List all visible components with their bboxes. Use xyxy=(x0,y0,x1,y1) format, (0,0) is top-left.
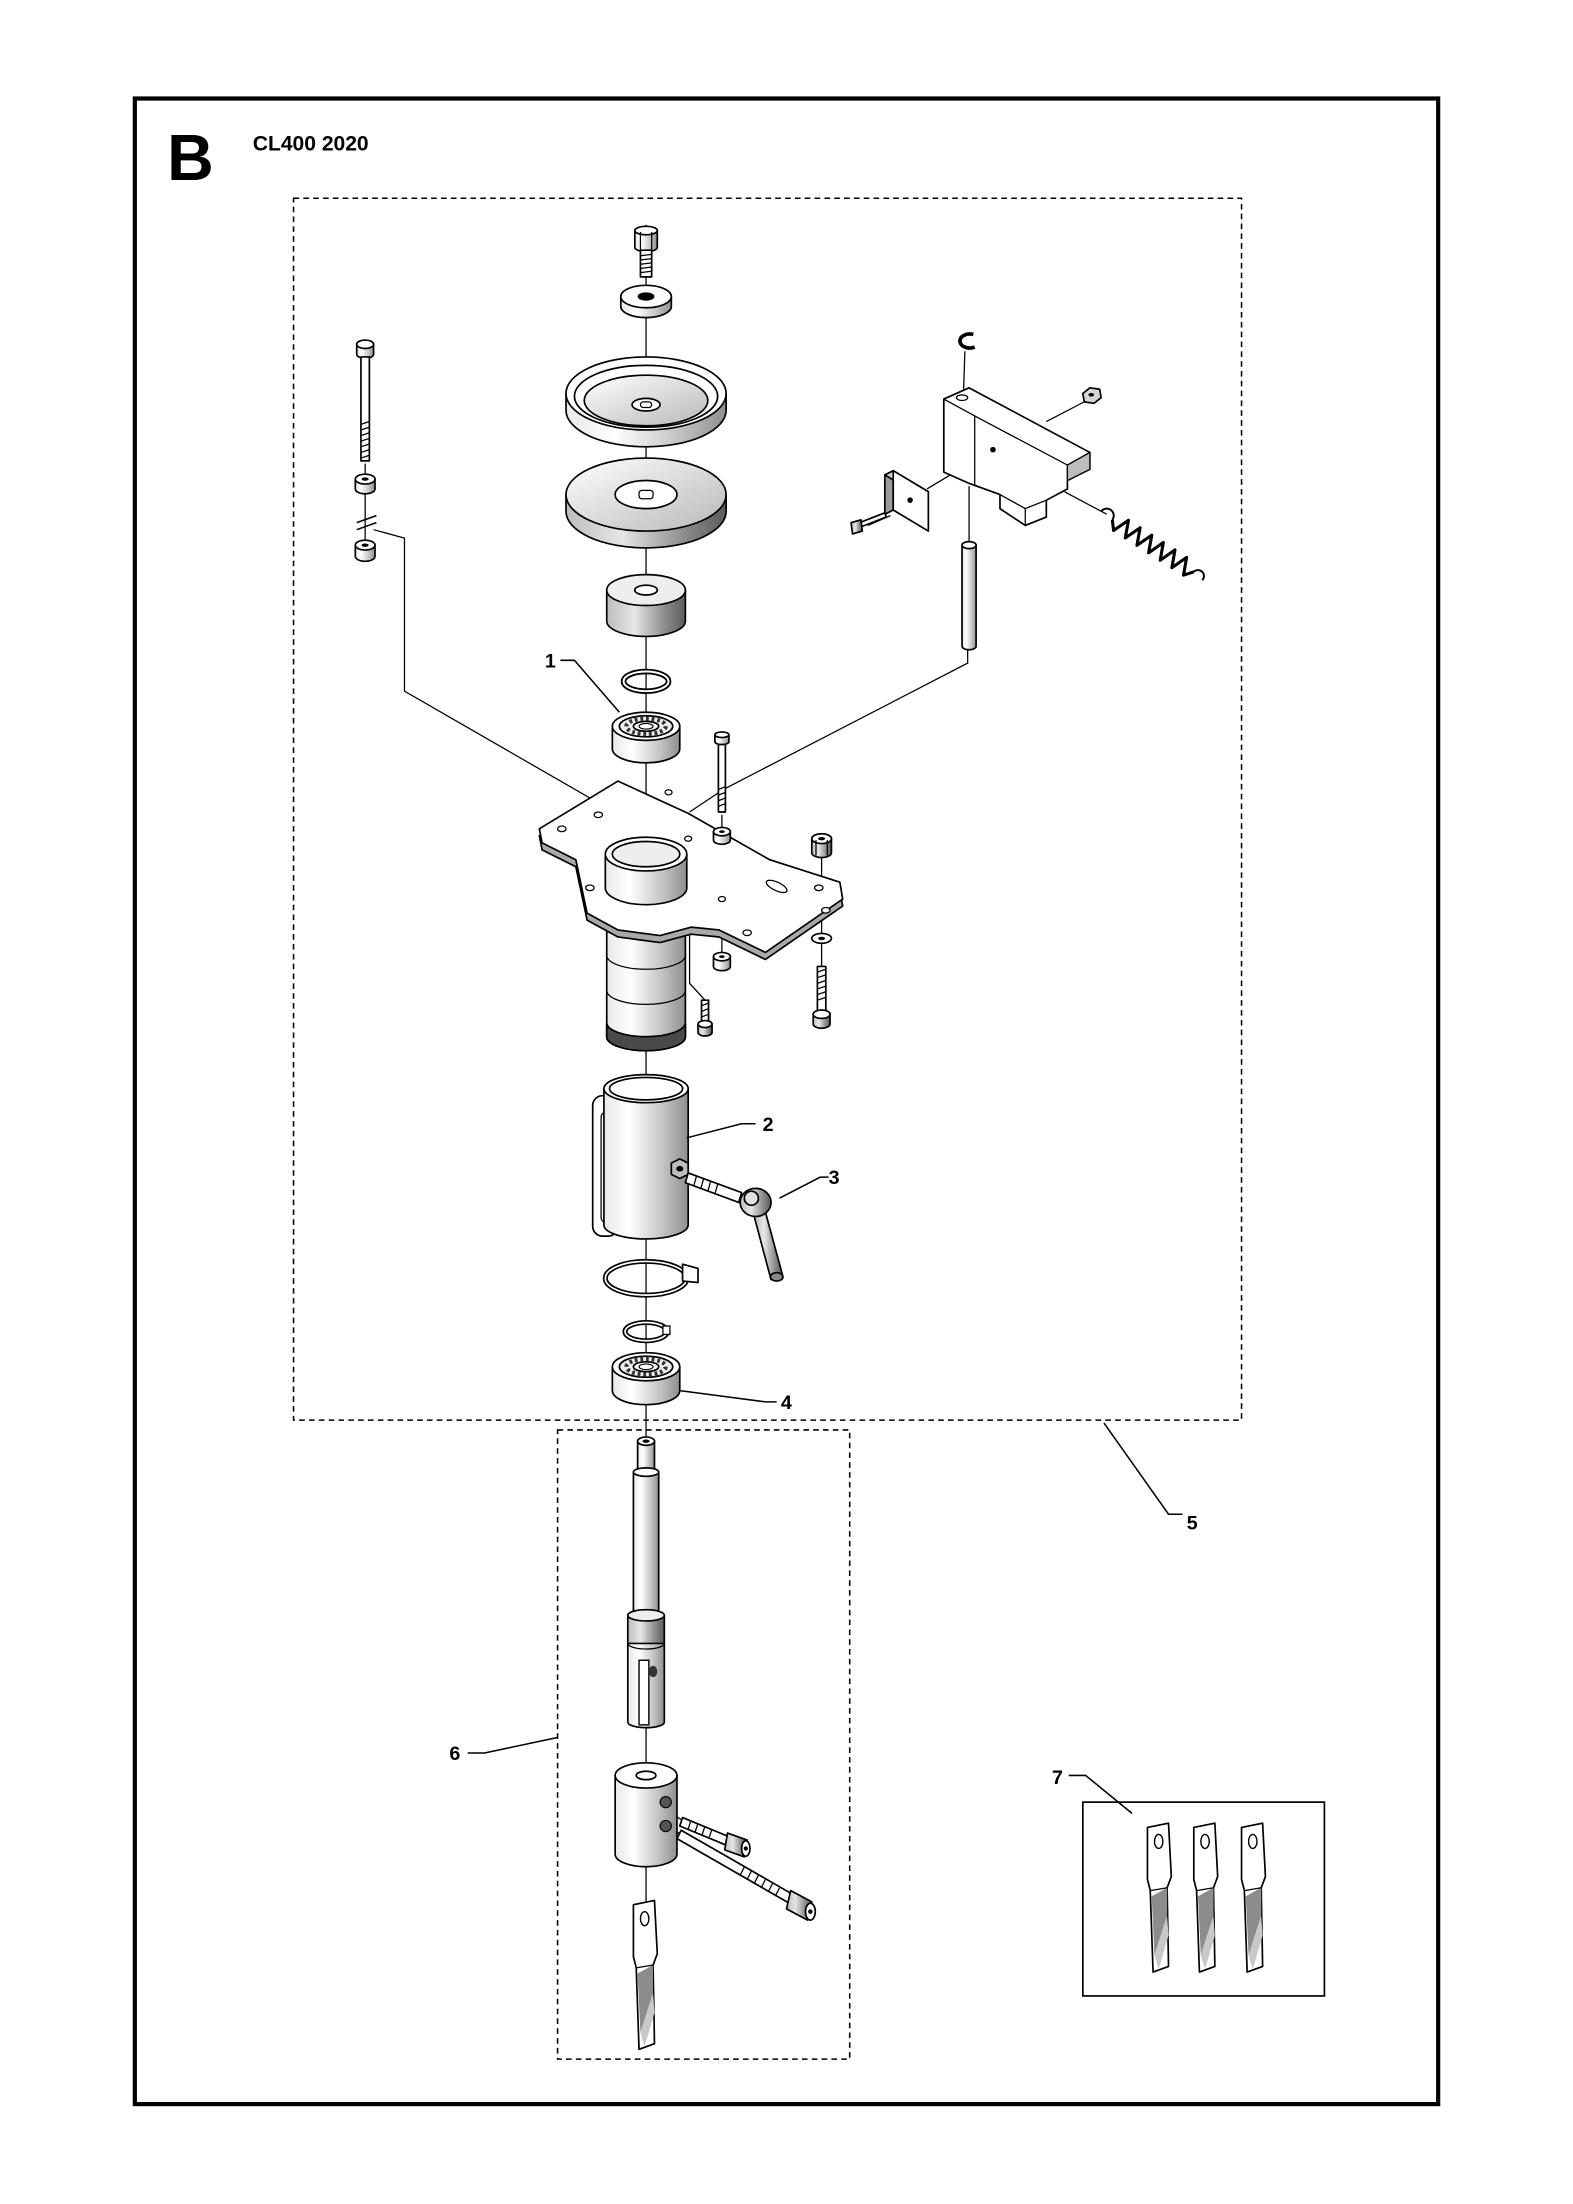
callout-1-label: 1 xyxy=(545,650,556,672)
break-mark xyxy=(356,514,377,531)
kit-blade xyxy=(1146,1822,1173,1973)
long-bolt xyxy=(355,339,375,462)
bracket xyxy=(942,386,1091,527)
bolt-right xyxy=(812,965,831,1030)
callout-7-label: 7 xyxy=(1052,1767,1063,1789)
kit-blade xyxy=(1192,1822,1219,1973)
plate-bolt-center-nut-upper xyxy=(712,826,732,846)
washer xyxy=(619,284,673,319)
pad-screw xyxy=(850,511,888,535)
washer-right xyxy=(810,932,833,945)
upper-snap-ring xyxy=(620,668,672,695)
section-letter: B xyxy=(167,122,214,194)
clamp-bolt-t-handle xyxy=(684,1172,784,1282)
top-bolt xyxy=(633,225,659,278)
set-screw-long xyxy=(676,1829,817,1921)
sleeve xyxy=(591,1073,690,1240)
spacer xyxy=(605,573,687,638)
blade-kit xyxy=(1146,1822,1267,1973)
set-screw-short xyxy=(678,1816,751,1858)
callout-1: 1 xyxy=(545,650,620,713)
callout-3: 3 xyxy=(779,1167,840,1199)
callout-6-label: 6 xyxy=(449,1743,460,1765)
callout-6: 6 xyxy=(449,1736,558,1765)
model-label: CL400 2020 xyxy=(253,132,369,155)
bearing-housing-body xyxy=(605,915,687,1052)
bracket-nut xyxy=(1081,386,1102,405)
flange-nut-right xyxy=(810,832,833,859)
lower-pulley xyxy=(565,457,727,549)
tension-spring xyxy=(1100,507,1205,581)
bearing-1 xyxy=(611,711,681,764)
bracket-pad xyxy=(883,469,930,532)
blade-coupling xyxy=(614,1761,678,1868)
callout-3-label: 3 xyxy=(829,1167,840,1189)
kit-blade xyxy=(1240,1822,1267,1973)
assembly-5-frame xyxy=(292,197,1243,1421)
kit-7-frame xyxy=(1081,1801,1326,1997)
mounting-plate xyxy=(538,780,844,961)
long-bolt-nut-upper xyxy=(354,473,376,495)
plate-bolt-center xyxy=(714,731,730,813)
small-bolt-under-plate xyxy=(697,999,713,1037)
callout-2-label: 2 xyxy=(763,1114,774,1136)
e-clip xyxy=(958,332,976,350)
sleeve-weld-nut xyxy=(670,1158,690,1180)
callout-5-label: 5 xyxy=(1187,1513,1198,1535)
callout-7: 7 xyxy=(1052,1767,1133,1814)
callout-5: 5 xyxy=(1103,1422,1198,1535)
upper-pulley xyxy=(565,356,727,448)
plate-bolt-center-nut-lower xyxy=(712,951,732,972)
callout-4: 4 xyxy=(679,1389,792,1414)
callout-4-label: 4 xyxy=(781,1392,792,1414)
bearing-4 xyxy=(611,1351,681,1406)
callout-2: 2 xyxy=(686,1114,774,1139)
assembly-6-frame xyxy=(556,1429,851,2060)
drive-shaft xyxy=(626,1436,666,1729)
pin xyxy=(961,540,977,651)
hose-clamp xyxy=(602,1258,699,1298)
long-bolt-nut-lower xyxy=(354,539,376,563)
bearing-housing-collar xyxy=(604,836,688,906)
page-frame xyxy=(132,96,1441,2107)
blade-single xyxy=(632,1899,659,2051)
lower-snap-ring xyxy=(622,1319,671,1344)
